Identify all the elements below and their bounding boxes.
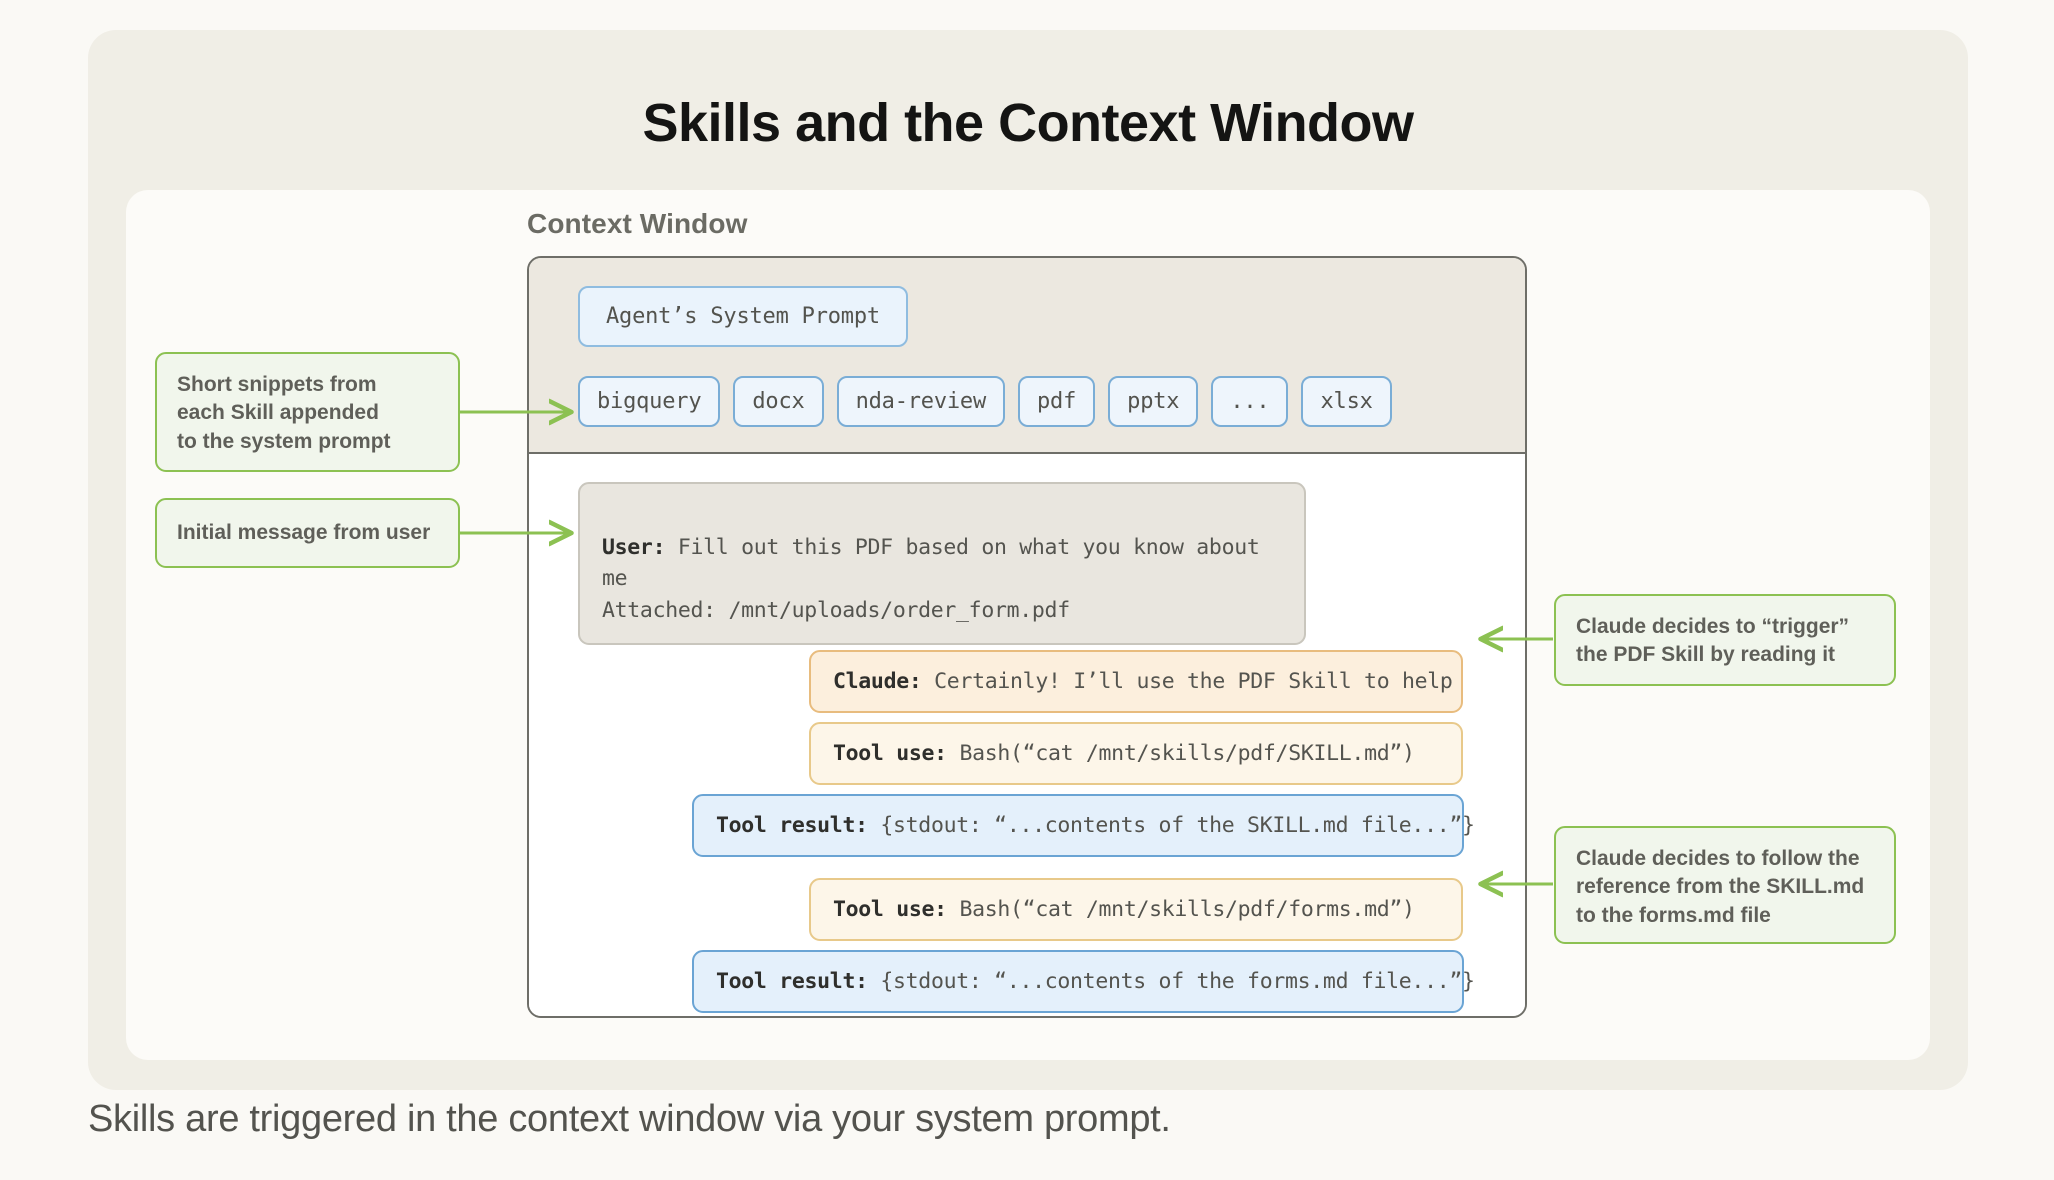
conversation-row-tool-use-skill-md: Tool use: Bash(“cat /mnt/skills/pdf/SKIL… xyxy=(809,722,1463,785)
system-prompt-section: Agent’s System Prompt bigquery docx nda-… xyxy=(529,258,1525,454)
conversation-row-tool-result-skill-md: Tool result: {stdout: “...contents of th… xyxy=(692,794,1475,857)
conversation-text-user: Fill out this PDF based on what you know… xyxy=(602,535,1260,623)
context-window-frame: Agent’s System Prompt bigquery docx nda-… xyxy=(527,256,1527,1018)
callout-short-snippets: Short snippets from each Skill appended … xyxy=(155,352,460,472)
conversation-text-tool-use-1: Bash(“cat /mnt/skills/pdf/SKILL.md”) xyxy=(946,741,1415,766)
context-window-label: Context Window xyxy=(527,208,748,239)
conversation-row-tool-result-forms-md: Tool result: {stdout: “...contents of th… xyxy=(692,950,1475,1013)
skill-chip-bigquery[interactable]: bigquery xyxy=(578,376,721,427)
skill-chip-list: bigquery docx nda-review pdf pptx ... xl… xyxy=(578,376,1392,427)
conversation-text-tool-result-1: {stdout: “...contents of the SKILL.md fi… xyxy=(867,813,1475,838)
skill-chip-docx[interactable]: docx xyxy=(733,376,824,427)
skill-chip-pptx[interactable]: pptx xyxy=(1108,376,1199,427)
callout-initial-message: Initial message from user xyxy=(155,498,460,568)
conversation-section: User: Fill out this PDF based on what yo… xyxy=(529,454,1525,1016)
conversation-speaker-tool-use-2: Tool use: xyxy=(833,897,947,922)
conversation-row-claude: Claude: Certainly! I’ll use the PDF Skil… xyxy=(809,650,1463,713)
page-title: Skills and the Context Window xyxy=(642,93,1414,153)
skill-chip-xlsx[interactable]: xlsx xyxy=(1301,376,1392,427)
skill-chip-pdf[interactable]: pdf xyxy=(1018,376,1096,427)
conversation-row-user: User: Fill out this PDF based on what yo… xyxy=(578,482,1306,645)
skill-chip-more[interactable]: ... xyxy=(1211,376,1289,427)
conversation-speaker-tool-use-1: Tool use: xyxy=(833,741,947,766)
conversation-speaker-user: User: xyxy=(602,535,666,561)
callout-claude-follows-reference: Claude decides to follow the reference f… xyxy=(1554,826,1896,944)
conversation-text-tool-use-2: Bash(“cat /mnt/skills/pdf/forms.md”) xyxy=(946,897,1415,922)
agent-system-prompt-box: Agent’s System Prompt xyxy=(578,286,908,347)
callout-claude-triggers-skill: Claude decides to “trigger” the PDF Skil… xyxy=(1554,594,1896,686)
conversation-row-tool-use-forms-md: Tool use: Bash(“cat /mnt/skills/pdf/form… xyxy=(809,878,1463,941)
skill-chip-nda-review[interactable]: nda-review xyxy=(836,376,1006,427)
conversation-text-claude: Certainly! I’ll use the PDF Skill to hel… xyxy=(921,669,1453,694)
conversation-text-tool-result-2: {stdout: “...contents of the forms.md fi… xyxy=(867,969,1475,994)
slide-caption: Skills are triggered in the context wind… xyxy=(88,1098,1171,1140)
conversation-speaker-tool-result-1: Tool result: xyxy=(716,813,868,838)
conversation-speaker-claude: Claude: xyxy=(833,669,922,694)
conversation-speaker-tool-result-2: Tool result: xyxy=(716,969,868,994)
